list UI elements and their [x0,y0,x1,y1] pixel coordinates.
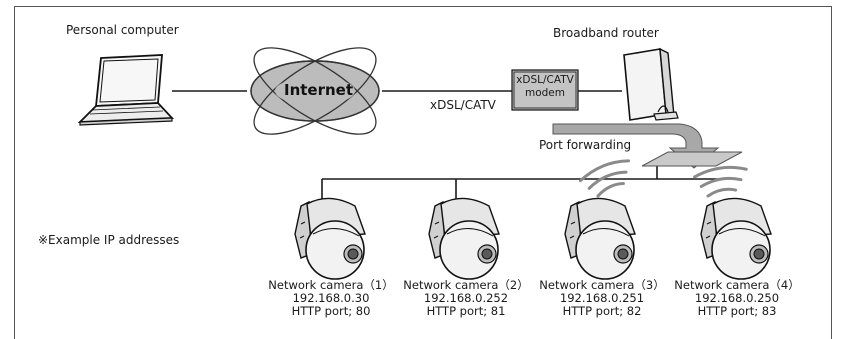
internet-label: Internet [284,81,354,99]
pc-label: Personal computer [66,23,179,37]
camera-name: Network camera（2） [403,278,529,292]
diagram-frame [14,6,832,339]
modem-icon [511,69,579,111]
camera-ip: 192.168.0.30 [292,291,370,305]
link-label: xDSL/CATV [430,98,496,112]
port-forwarding-label: Port forwarding [539,138,632,152]
modem-label-line-2: modem [524,87,565,99]
camera-port: HTTP port; 81 [426,304,506,318]
camera-caption: Network camera（1） 192.168.0.30 HTTP port… [261,279,401,318]
router-icon [623,47,679,121]
camera-ip: 192.168.0.252 [423,291,509,305]
camera-caption: Network camera（4） 192.168.0.250 HTTP por… [667,279,807,318]
camera-ip: 192.168.0.250 [694,291,780,305]
ip-note-label: ※Example IP addresses [38,233,180,247]
camera-name: Network camera（1） [268,278,394,292]
camera-caption: Network camera（2） 192.168.0.252 HTTP por… [396,279,536,318]
laptop-icon [77,54,174,126]
router-label: Broadband router [553,26,659,40]
camera-name: Network camera（4） [674,278,800,292]
camera-caption: Network camera（3） 192.168.0.251 HTTP por… [532,279,672,318]
internet-cloud-icon [250,47,380,135]
camera-name: Network camera（3） [539,278,665,292]
camera-port: HTTP port; 80 [291,304,371,318]
modem-label-line-1: xDSL/CATV [516,74,574,86]
network-camera-icon [294,197,772,280]
camera-port: HTTP port; 82 [562,304,642,318]
camera-port: HTTP port; 83 [697,304,777,318]
modem-label: xDSL/CATV modem [512,74,578,100]
port-forwarding-arrow [552,123,743,169]
camera-ip: 192.168.0.251 [559,291,645,305]
